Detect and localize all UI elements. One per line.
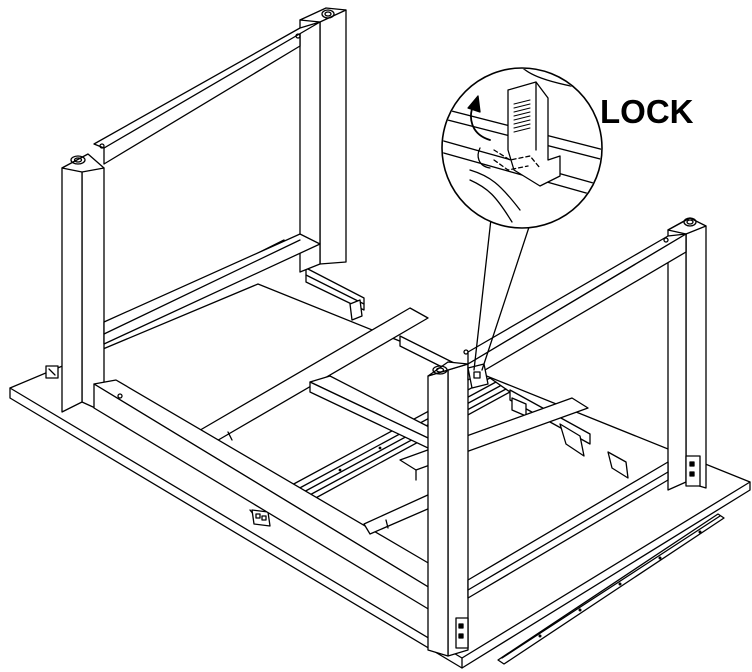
loose-rail	[498, 514, 724, 664]
left-leg-frame	[62, 8, 346, 412]
lock-callout	[440, 66, 604, 370]
connector-plate	[252, 510, 270, 526]
lock-grip	[514, 100, 530, 132]
leg-front-right	[448, 364, 468, 656]
tabletop	[10, 284, 750, 668]
lock-latch	[508, 82, 560, 186]
leg-back-right	[686, 220, 706, 488]
edge-bracket-left	[46, 366, 58, 378]
lock-label: LOCK	[600, 93, 694, 130]
leg-back-left	[320, 10, 346, 264]
leg-front-left	[82, 158, 104, 412]
callout-leader-left	[474, 210, 492, 370]
callout-leader-right	[482, 218, 532, 370]
right-leg-frame	[428, 218, 706, 656]
